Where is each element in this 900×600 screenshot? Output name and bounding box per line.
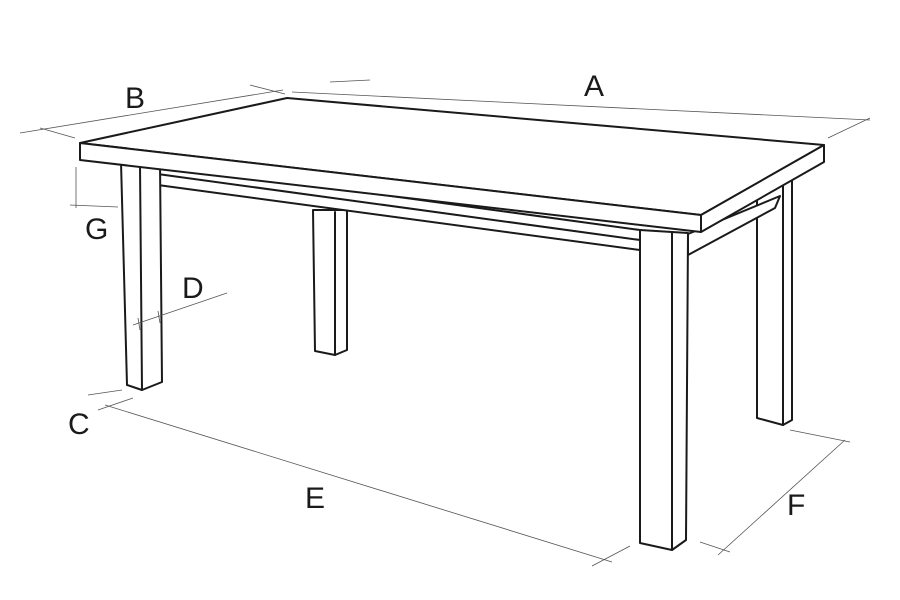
dimension-line-e	[104, 404, 613, 563]
dimension-label-e: E	[305, 482, 325, 515]
table-apron	[142, 161, 781, 256]
table-top	[79, 97, 825, 233]
dimension-line-f	[717, 439, 846, 556]
table-leg-back-left	[312, 209, 348, 356]
dimension-label-b: B	[125, 82, 145, 115]
dimension-lines	[19, 79, 871, 567]
table-drawing	[79, 97, 825, 551]
dimension-line-d	[132, 292, 228, 326]
dimension-label-d: D	[182, 272, 204, 305]
dimension-labels: A B G D C E F	[68, 70, 805, 522]
table-leg-front-right	[639, 229, 689, 551]
dimension-line-b	[19, 89, 284, 134]
dimension-label-g: G	[85, 213, 108, 246]
dimension-line-a	[291, 91, 871, 121]
dimension-line-c	[97, 397, 134, 411]
table-leg-back-right	[756, 179, 793, 426]
dimension-label-c: C	[68, 408, 90, 441]
dimension-label-a: A	[584, 70, 604, 103]
table-leg-front-left	[120, 161, 163, 391]
dimension-label-f: F	[787, 489, 805, 522]
